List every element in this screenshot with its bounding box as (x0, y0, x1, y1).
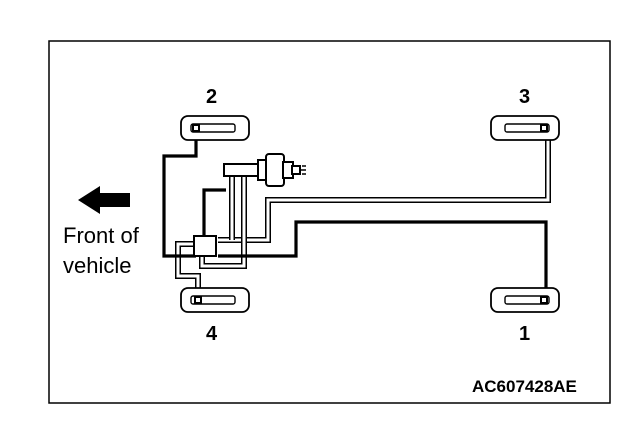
proportioning-valve (193, 235, 217, 257)
front-of-vehicle-line1: Front of (63, 223, 140, 248)
wheel-label-4: 4 (206, 323, 218, 345)
figure-code: AC607428AE (472, 377, 577, 396)
secondary-brake-pipes (175, 128, 551, 298)
front-of-vehicle-line2: vehicle (63, 253, 131, 278)
wheel-2 (180, 115, 250, 141)
wheel-label-2: 2 (206, 86, 217, 108)
diagram-frame (48, 40, 611, 404)
primary-brake-lines (162, 128, 548, 296)
wheel-label-3: 3 (519, 86, 530, 108)
wheel-label-1: 1 (519, 323, 530, 345)
arrow-left-icon (78, 186, 130, 214)
master-cylinder (223, 153, 306, 187)
wheel-3 (490, 115, 560, 141)
wheel-1 (490, 287, 560, 313)
wheel-4 (180, 287, 250, 313)
